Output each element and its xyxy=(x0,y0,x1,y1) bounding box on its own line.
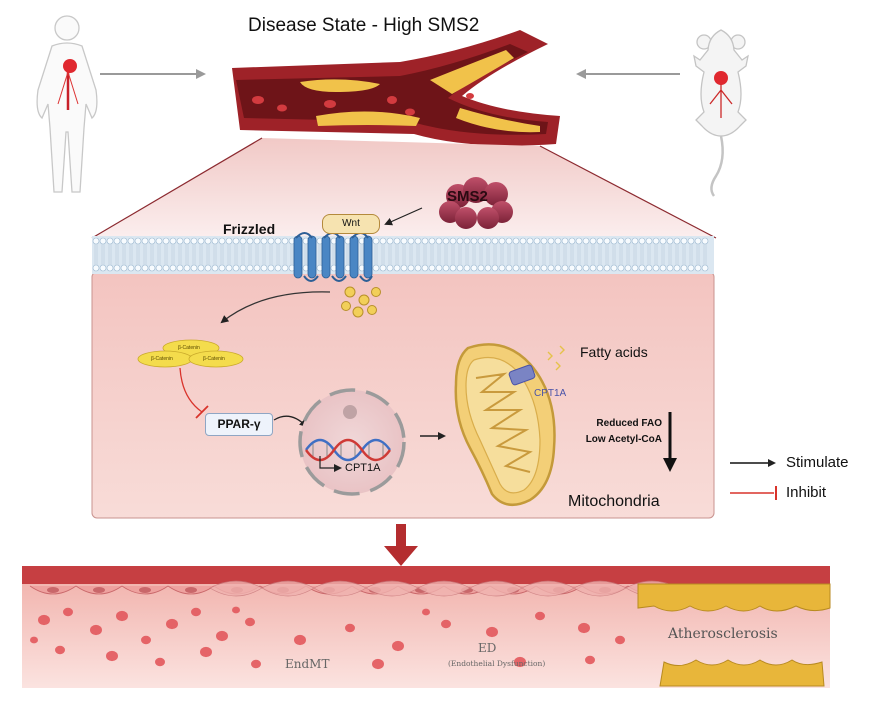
diagram-title: Disease State - High SMS2 xyxy=(248,15,480,36)
fatty-acids-label: Fatty acids xyxy=(580,344,648,360)
artery-icon xyxy=(232,30,560,146)
beta-catenin-complex xyxy=(137,339,244,368)
cpt1a-protein-label: CPT1A xyxy=(534,388,567,399)
mitochondria-label: Mitochondria xyxy=(568,493,660,510)
low-acetyl-coa-label: Low Acetyl-CoA xyxy=(585,434,662,445)
ppar-gamma-label: PPAR-γ xyxy=(205,413,273,436)
endmt-label: EndMT xyxy=(285,657,330,671)
legend-stimulate-label: Stimulate xyxy=(786,454,849,471)
frizzled-label: Frizzled xyxy=(223,221,276,237)
endothelial-dysfunction-label: (Endothelial Dysfunction) xyxy=(448,659,546,668)
plaque-icon xyxy=(637,583,831,687)
cell-membrane xyxy=(92,237,709,272)
sms2-label: SMS2 xyxy=(447,188,488,205)
sms2-protein-icon xyxy=(439,177,513,229)
beta-catenin-label: β-Catenin xyxy=(151,356,173,362)
reduced-fao-label: Reduced FAO xyxy=(596,418,662,429)
beta-catenin-label: β-Catenin xyxy=(203,356,225,362)
beta-catenin-label: β-Catenin xyxy=(178,345,200,351)
atherosclerosis-label: Atherosclerosis xyxy=(668,626,778,642)
mitochondria-icon xyxy=(454,343,556,507)
wnt-label: Wnt xyxy=(322,214,380,234)
receptor-icon xyxy=(293,235,373,279)
red-blood-cells xyxy=(30,606,625,670)
fatty-acid-icon xyxy=(547,345,565,371)
signaling-molecules xyxy=(341,286,381,318)
legend-inhibit-label: Inhibit xyxy=(786,484,827,501)
human-figure-icon xyxy=(36,15,98,193)
cpt1a-gene-label: CPT1A xyxy=(345,462,381,474)
ed-label: ED xyxy=(478,641,497,655)
